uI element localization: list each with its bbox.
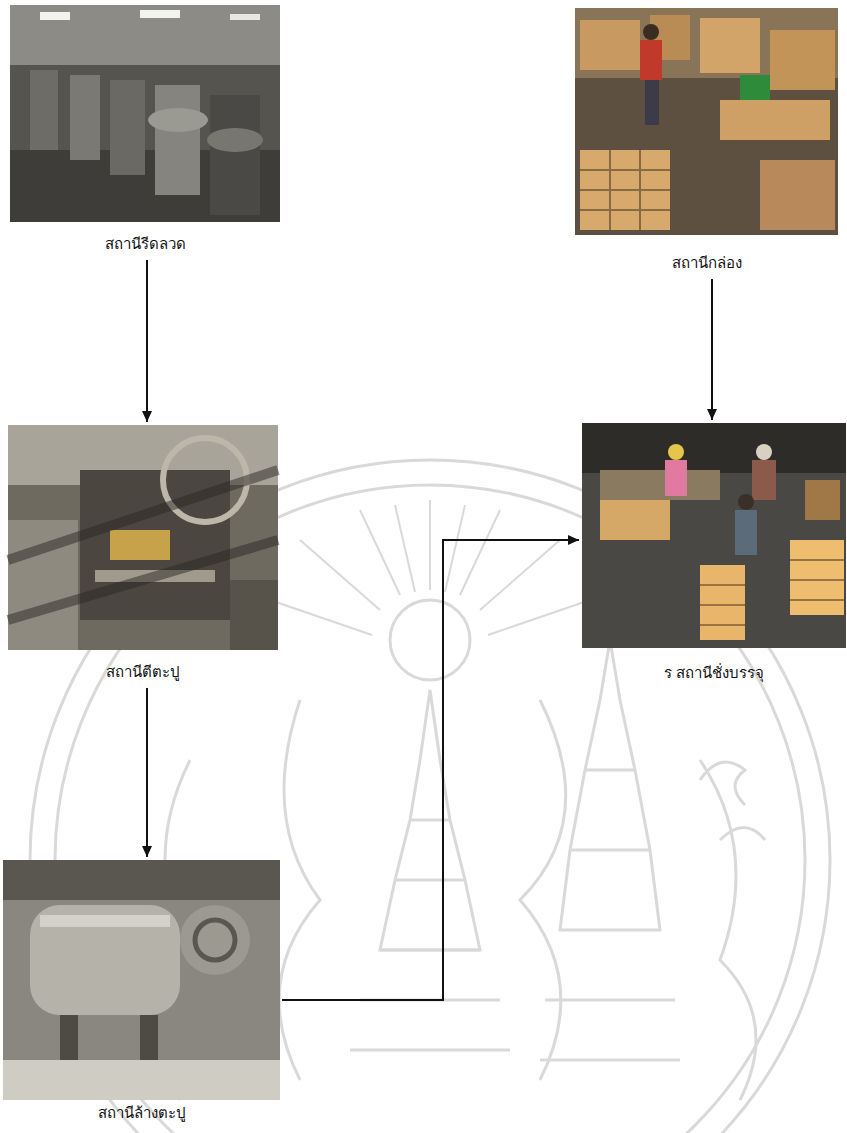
station-label: สถานีกล่อง	[575, 253, 838, 273]
arrow-head	[568, 535, 579, 545]
station-label: สถานีตีตะปู	[8, 662, 278, 682]
nail-washing-photo	[3, 860, 280, 1100]
arrow-head	[707, 409, 717, 420]
station-node: สถานีตีตะปู	[8, 425, 278, 682]
nail-making-photo	[8, 425, 278, 650]
box-station-photo	[575, 8, 838, 235]
flow-arrow	[142, 260, 152, 422]
station-node: สถานีกล่อง	[575, 8, 838, 273]
flow-arrow	[282, 535, 579, 1000]
station-label: สถานีรีดลวด	[10, 234, 280, 254]
station-label: ร สถานีชั่งบรรจุ	[582, 663, 846, 683]
wire-drawing-photo	[10, 5, 280, 222]
flow-line	[282, 540, 579, 1000]
packing-photo	[582, 423, 846, 648]
station-node: ร สถานีชั่งบรรจุ	[582, 423, 846, 683]
flow-line	[711, 279, 713, 420]
station-node: สถานีรีดลวด	[10, 5, 280, 254]
arrow-head	[142, 411, 152, 422]
flow-arrow	[142, 688, 152, 857]
flow-arrow	[707, 279, 717, 420]
arrow-head	[142, 846, 152, 857]
station-node: สถานีล้างตะปู	[3, 860, 280, 1123]
flow-line	[146, 688, 148, 857]
flow-line	[146, 260, 148, 422]
station-label: สถานีล้างตะปู	[3, 1103, 280, 1123]
